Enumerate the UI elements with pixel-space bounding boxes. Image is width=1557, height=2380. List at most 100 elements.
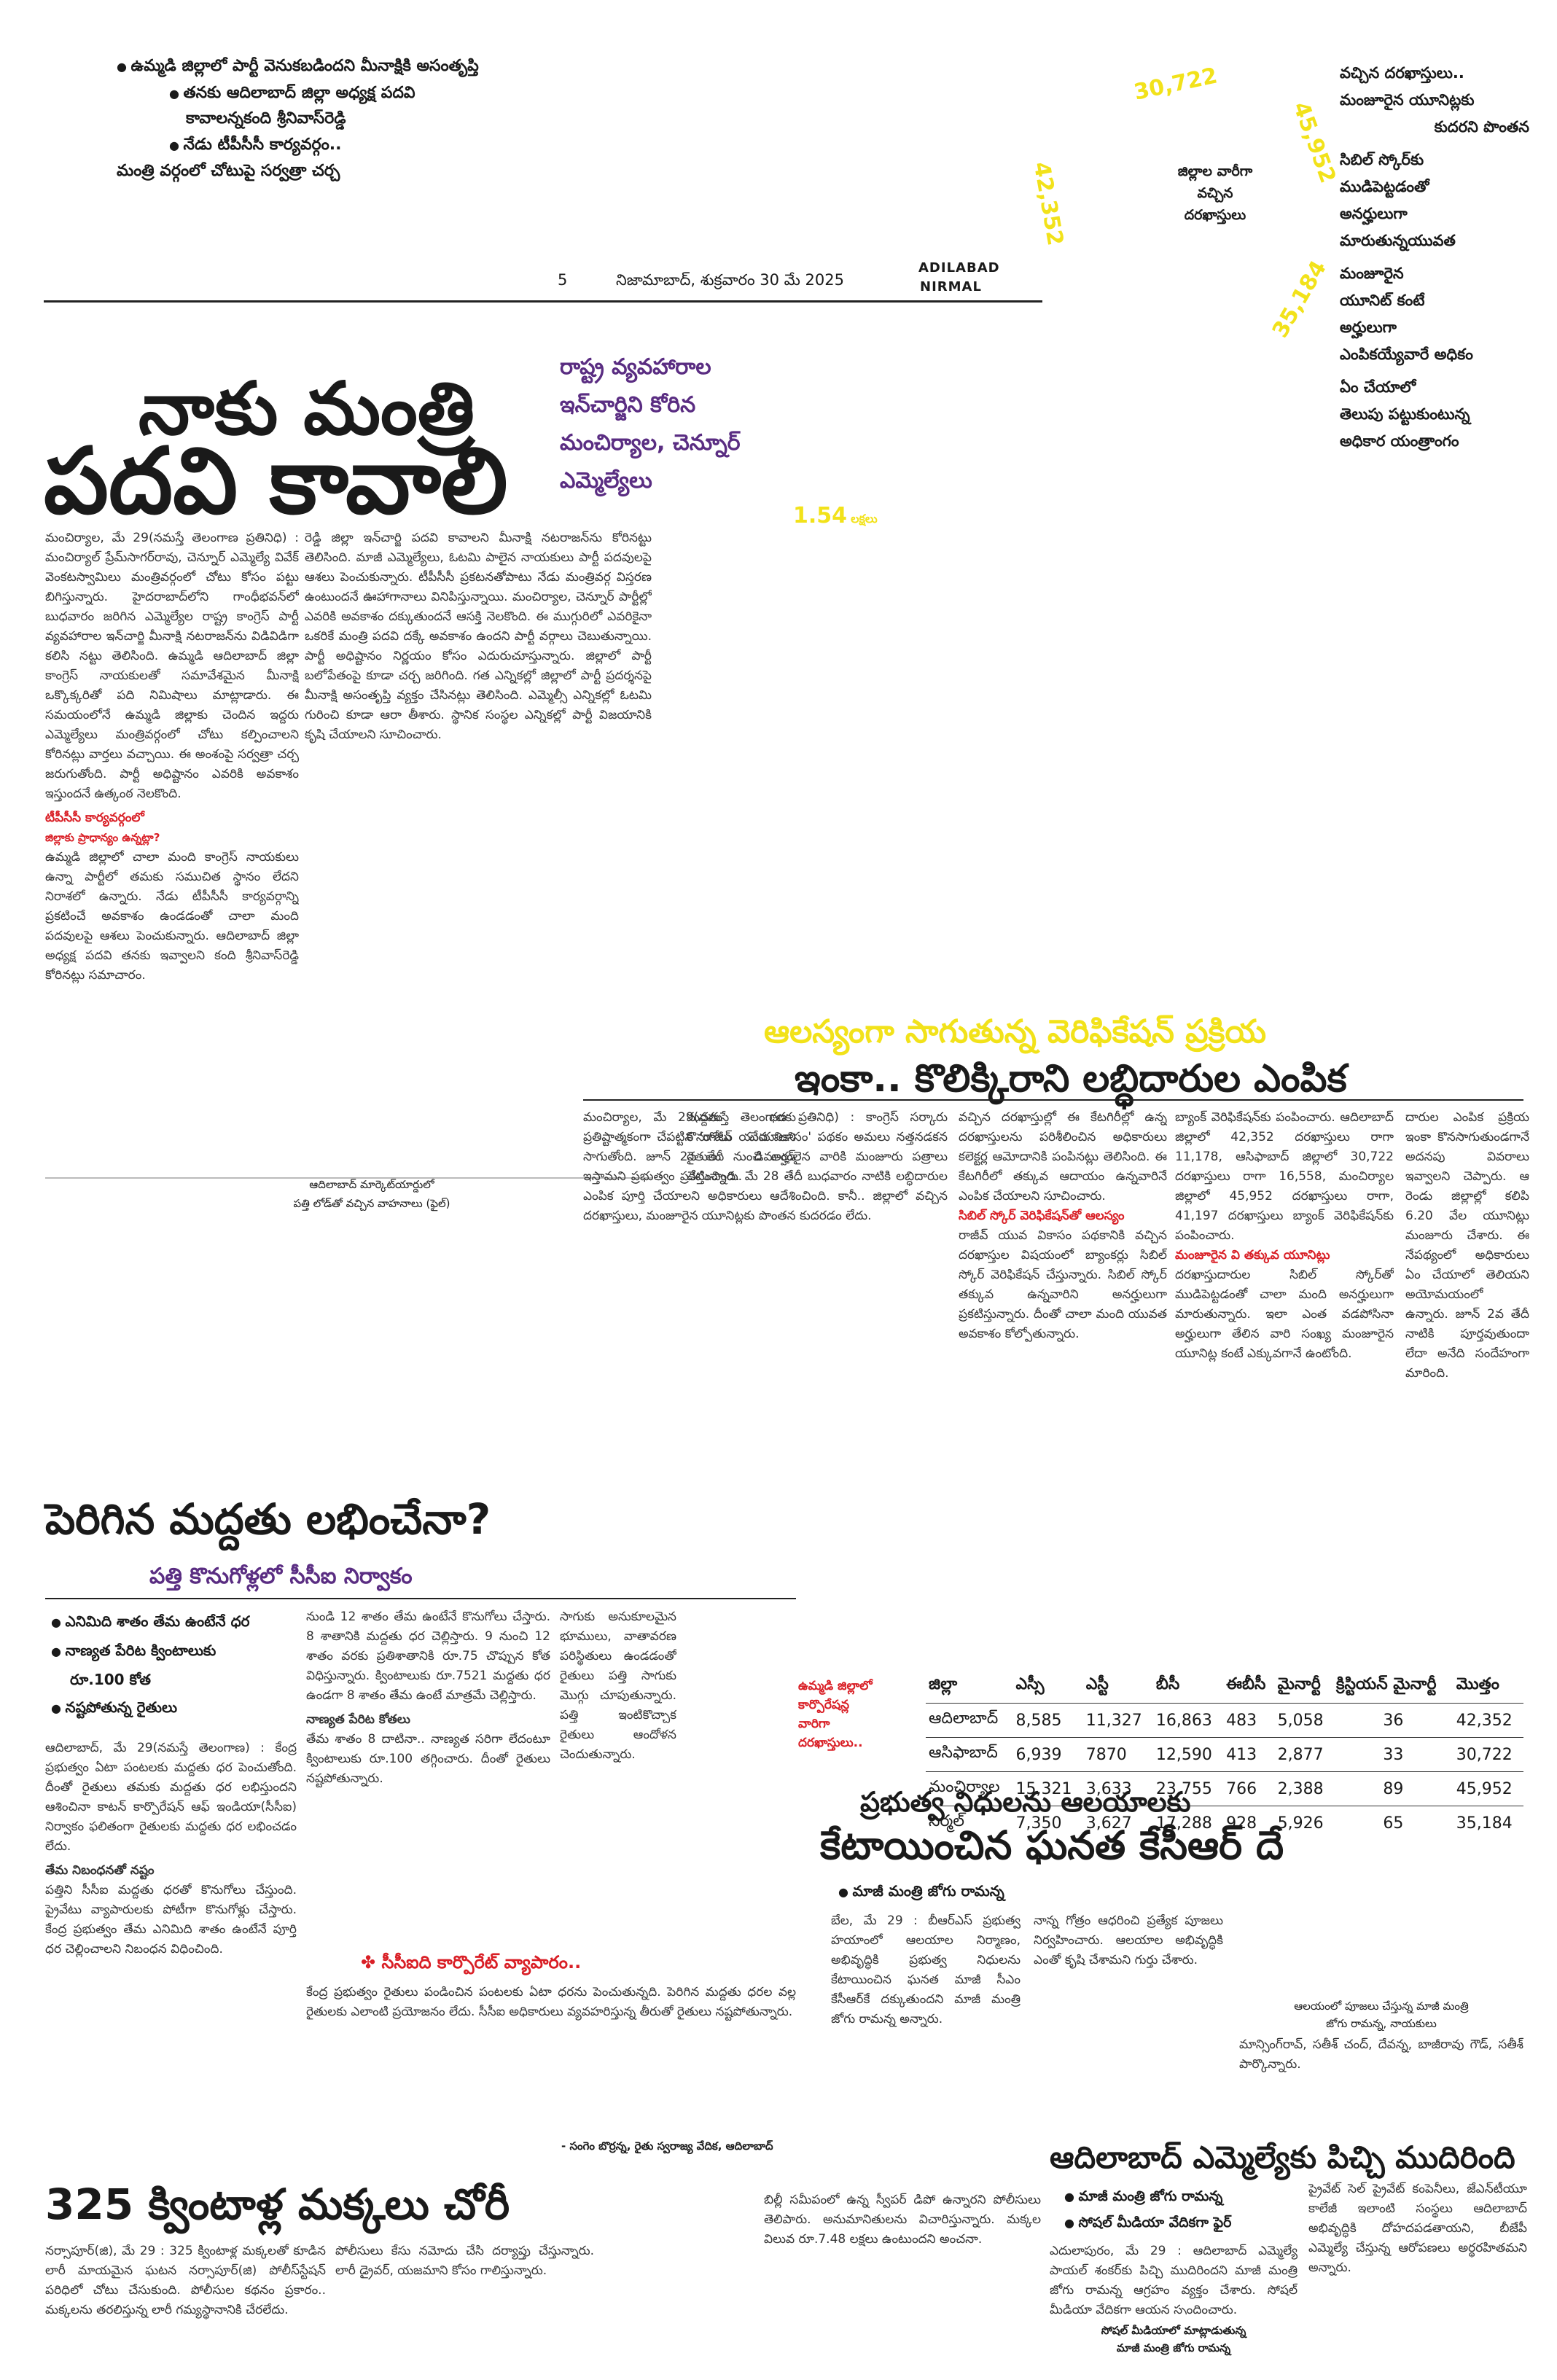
table-label: ఉమ్మడి జిల్లాలో కార్పొరేషన్ల వారిగా దరఖా… (798, 1677, 915, 1752)
rb3-l1: మంజూరైన (1340, 265, 1404, 282)
story3-bullet-2: నాణ్యత పేరిట క్వింటాలుకు (51, 1636, 292, 1666)
story3-col1: ఆదిలాబాద్, మే 29(నమస్తే తెలంగాణ) : కేంద్… (45, 1739, 297, 2154)
cell: 3,633 (1085, 1779, 1132, 1798)
story2-col3-body: బ్యాంక్ వెరిఫికేషన్‌కు పంపించారు. ఆదిలాబ… (1175, 1110, 1394, 1243)
rb3-l3: అర్హులుగా (1340, 319, 1397, 336)
count-asifabad: 30,722 (1131, 63, 1220, 106)
story4-kicker: ప్రభుత్వ నిధులను ఆలయాలకు (860, 1786, 1191, 1818)
rb2-l2: ముడిపెట్టడంతో (1340, 178, 1429, 195)
rb1-l3: కుదరని పొంతన (1434, 118, 1529, 136)
rb1-l2: మంజూరైన యూనిట్లకు (1340, 91, 1475, 109)
cell: 30,722 (1456, 1745, 1513, 1764)
story5-col2: ప్రైవేట్ సెల్ ప్రైవేట్ కంపెనీలు, జేఎన్‌ట… (1308, 2182, 1527, 2275)
edition-1: ADILABAD (918, 260, 1000, 276)
cell: 928 (1226, 1814, 1257, 1833)
story3-subhead-2: నాణ్యత పేరిట కోతలు (306, 1712, 410, 1727)
story1-kicker: రాష్ట్ర వ్యవహారాల ఇన్‌చార్జిని కోరిన మంచ… (560, 348, 741, 500)
story3-col1b-body: పత్తిని సీసీఐ మద్దతు ధరతో కొనుగోలు చేస్త… (45, 1883, 297, 1956)
story3-col3: సాగుకు అనుకూలమైన భూములు, వాతావరణ పరిస్థి… (560, 1610, 676, 1762)
applications-table: జిల్లా ఎస్సీ ఎస్టీ బీసీ ఈబీసీ మైనార్టీ క… (926, 1669, 1523, 1840)
top-bullet-2b: కావాలన్నకంది శ్రీనివాస్‌రెడ్డి (186, 109, 346, 128)
story3-col2-body: నుండి 12 శాతం తేమ ఉంటేనే కొనుగోలు చేస్తా… (306, 1610, 550, 1703)
cell: 6,939 (1015, 1745, 1062, 1764)
top-bullet-3: నేడు టీపీసీసీ కార్యవర్గం.. (169, 136, 342, 157)
right-bullet-1: వచ్చిన దరఖాస్తులు.. మంజూరైన యూనిట్లకు కు… (1340, 60, 1551, 141)
story6-col3: బిల్లీ సమీపంలో ఉన్న స్వీపర్ డిపో ఉన్నారన… (764, 2193, 1041, 2247)
story5-caption-l2: మాజీ మంత్రి జోగు రామన్న (1116, 2341, 1231, 2354)
center-line-3: దరఖాస్తులు (1184, 207, 1246, 223)
kicker-l1: రాష్ట్ర వ్యవహారాల (560, 354, 711, 380)
cell: 15,321 (1015, 1779, 1072, 1798)
story4-byline: మాజీ మంత్రి జోగు రామన్న (838, 1882, 1004, 1903)
story5-caption: సోషల్ మీడియాలో మాట్లాడుతున్న మాజీ మంత్రి… (1050, 2322, 1298, 2357)
photo-caption-l2: పత్తి లోడ్‌తో వచ్చిన వాహనాలు (ఫైల్) (293, 1197, 450, 1210)
cell: మంచిర్యాల (929, 1778, 1000, 1796)
table-header-row: జిల్లా ఎస్సీ ఎస్టీ బీసీ ఈబీసీ మైనార్టీ క… (926, 1669, 1523, 1704)
rb2-l1: సిబిల్ స్కోర్‌కు (1340, 151, 1424, 168)
rb2-l3: అనర్హులుగా (1340, 205, 1408, 222)
cell: 413 (1226, 1745, 1257, 1764)
right-bullet-4: ఏం చేయాలో తెలుపు పట్టుకుంటున్న అధికార యం… (1340, 374, 1551, 455)
cell: నిర్మల్ (929, 1812, 964, 1830)
cell: 17,288 (1155, 1814, 1212, 1833)
story5-bullet-1: మాజీ మంత్రి జోగు రామన్న (1064, 2188, 1223, 2208)
kicker-l4: ఎమ్మెల్యేలు (560, 468, 652, 493)
cell: ఆసిఫాబాద్ (929, 1744, 998, 1762)
top-bullet-2: తనకు ఆదిలాబాద్ జిల్లా అధ్యక్ష పదవి (169, 84, 415, 106)
rb2-l4: మారుతున్నయువత (1340, 232, 1456, 249)
story6-col1: నర్సాపూర్(జి), మే 29 : 325 క్వింటాళ్ల మక… (45, 2244, 326, 2317)
dateline: నిజామాబాద్, శుక్రవారం 30 మే 2025 (616, 271, 844, 289)
center-line-2: వచ్చిన (1197, 185, 1233, 201)
story1-headline-2: పదవి కావాలి (44, 428, 508, 534)
story2-rule (583, 1099, 1523, 1101)
rb4-l2: తెలుపు పట్టుకుంటున్న (1340, 405, 1470, 423)
story4-caption-l2: జోగు రామన్న, నాయకులు (1326, 2017, 1437, 2030)
story2-col1: మంచిర్యాల, మే 29(నమస్తే తెలంగాణ ప్రతినిధ… (583, 1110, 948, 1223)
rb4-l3: అధికార యంత్రాంగం (1340, 432, 1459, 450)
th-minority: మైనార్టీ (1277, 1675, 1321, 1693)
story5-headline: ఆదిలాబాద్ ఎమ్మెల్యేకు పిచ్చి ముదిరింది (1050, 2139, 1515, 2175)
story3-col2: నుండి 12 శాతం తేమ ఉంటేనే కొనుగోలు చేస్తా… (306, 1607, 550, 1943)
story3-col2b-body: తేమ శాతం 8 దాటినా.. నాణ్యత సరిగా లేదంటూ … (306, 1732, 550, 1786)
cell: 45,952 (1456, 1779, 1513, 1798)
story5-bullet-2: సోషల్ మీడియా వేదికగా ఫైర్ (1064, 2215, 1232, 2234)
story3-bullet-2b: రూ.100 కోత (70, 1671, 151, 1688)
story5-caption-l1: సోషల్ మీడియాలో మాట్లాడుతున్న (1101, 2324, 1246, 2337)
story3-kicker: పత్తి కొనుగోళ్లలో సీసీఐ నిర్వాకం (149, 1564, 413, 1589)
story4-headline: కేటాయించిన ఘనత కేసీఆర్ దే (820, 1822, 1284, 1868)
th-st: ఎస్టీ (1085, 1675, 1109, 1693)
story1-subhead: టీపీసీసీ కార్యవర్గంలో (45, 811, 144, 825)
story2-red-sub-2: మంజూరైన వి తక్కువ యూనిట్లు (1175, 1248, 1330, 1263)
story2-col2-body: వచ్చిన దరఖాస్తుల్లో ఈ కేటగిరీల్లో ఉన్న ద… (959, 1110, 1167, 1203)
count-nirmal: 35,184 (1267, 256, 1332, 343)
cell: 7,350 (1015, 1814, 1062, 1833)
page-number: 5 (558, 271, 568, 289)
story2-red-sub: సిబిల్ స్కోర్ వెరిఫికేషన్‌తో ఆలస్యం (959, 1209, 1125, 1223)
story6-headline: 325 క్వింటాళ్ల మక్కలు చోరీ (45, 2180, 510, 2229)
cell: 65 (1383, 1814, 1404, 1833)
story1-photo-caption: ఆదిలాబాద్ మార్కెట్‌యార్డులో పత్తి లోడ్‌త… (219, 1175, 525, 1213)
story1-body-1b: ఉమ్మడి జిల్లాలో చాలా మంది కాంగ్రెస్ నాయక… (45, 850, 299, 983)
total-unit: లక్షలు (851, 512, 878, 526)
story4-photo-caption: ఆలయంలో పూజలు చేస్తున్న మాజీ మంత్రి జోగు … (1239, 1997, 1523, 2032)
total-applications: 1.54 లక్షలు (793, 503, 878, 528)
story1-headline-1: నాకు మంత్రి (138, 365, 475, 451)
th-ebc: ఈబీసీ (1226, 1675, 1266, 1693)
count-mancherial: 45,952 (1287, 98, 1341, 187)
story3-subhead: తేమ నిబంధనతో నష్టం (45, 1863, 155, 1878)
cell: 33 (1383, 1745, 1404, 1764)
infographic-right-bullets: వచ్చిన దరఖాస్తులు.. మంజూరైన యూనిట్లకు కు… (1340, 60, 1551, 455)
story3-boxed-title: ✤ సీసీఐది కార్పొరేట్ వ్యాపారం.. (361, 1952, 581, 1977)
story1-col2: రెడ్డి జిల్లా ఇన్‌చార్జి పదవి కావాలని మీ… (305, 531, 652, 742)
cell: 2,388 (1277, 1779, 1324, 1798)
th-christian-minority: క్రిస్టియన్ మైనార్టీ (1335, 1675, 1437, 1693)
story4-col1: బేల, మే 29 : బీఆర్‌ఎస్ ప్రభుత్వ హయాంలో ఆ… (831, 1913, 1021, 2026)
story3-bullet-3: నష్టపోతున్న రైతులు (51, 1693, 292, 1722)
rb1-l1: వచ్చిన దరఖాస్తులు.. (1340, 64, 1464, 82)
th-total: మొత్తం (1456, 1675, 1499, 1693)
story2-col3b-body: దరఖాస్తుదారుల సిబిల్ స్కోర్‌తో ముడిపెట్ట… (1175, 1268, 1394, 1361)
center-line-1: జిల్లాల వారీగా (1177, 163, 1253, 179)
